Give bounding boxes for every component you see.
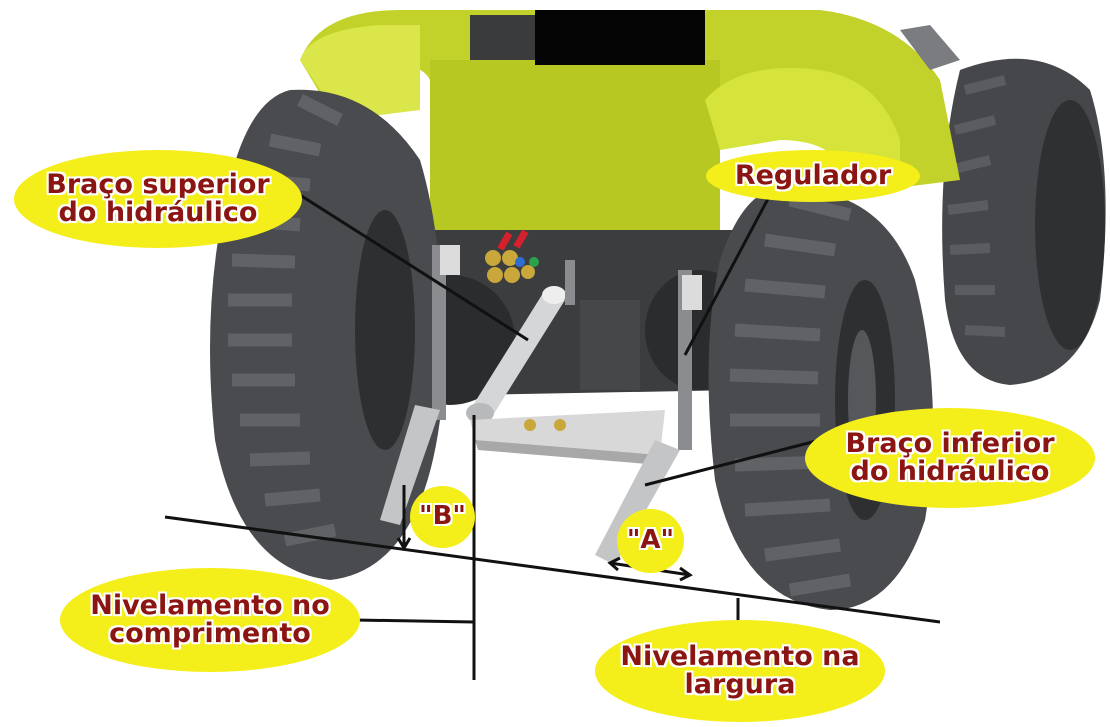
pointer-regulator xyxy=(683,194,772,356)
b-measure-callout: "B" xyxy=(410,486,475,548)
width-leveling-callout: Nivelamento na largura xyxy=(595,620,885,722)
width-leveling-label: Nivelamento na largura xyxy=(620,640,860,700)
regulator-callout: Regulador xyxy=(706,150,920,202)
b-measure-label: "B" xyxy=(419,501,467,532)
lower-arm-callout: Braço inferior do hidráulico xyxy=(805,408,1095,508)
ground-level-line xyxy=(164,515,941,624)
a-measure-label: "A" xyxy=(626,525,675,556)
right-tire xyxy=(708,189,933,610)
lift-links xyxy=(432,245,702,450)
regulator-label: Regulador xyxy=(734,159,892,191)
upper-arm-label: Braço superior do hidráulico xyxy=(46,168,270,228)
far-right-tire xyxy=(942,58,1106,385)
length-leveling-callout: Nivelamento no comprimento xyxy=(60,568,360,672)
upper-arm-callout: Braço superior do hidráulico xyxy=(14,150,302,248)
pointer-lower-arm xyxy=(644,438,821,487)
lower-arms xyxy=(380,405,680,565)
lower-arm-label: Braço inferior do hidráulico xyxy=(845,427,1055,487)
length-leveling-label: Nivelamento no comprimento xyxy=(90,589,331,649)
drawbar xyxy=(470,410,665,465)
pointer-length-leveling xyxy=(354,618,475,624)
pointer-upper-arm xyxy=(299,193,529,342)
a-measure-callout: "A" xyxy=(617,509,684,573)
hydraulic-connectors xyxy=(485,229,539,283)
measurement-lines xyxy=(164,193,941,680)
